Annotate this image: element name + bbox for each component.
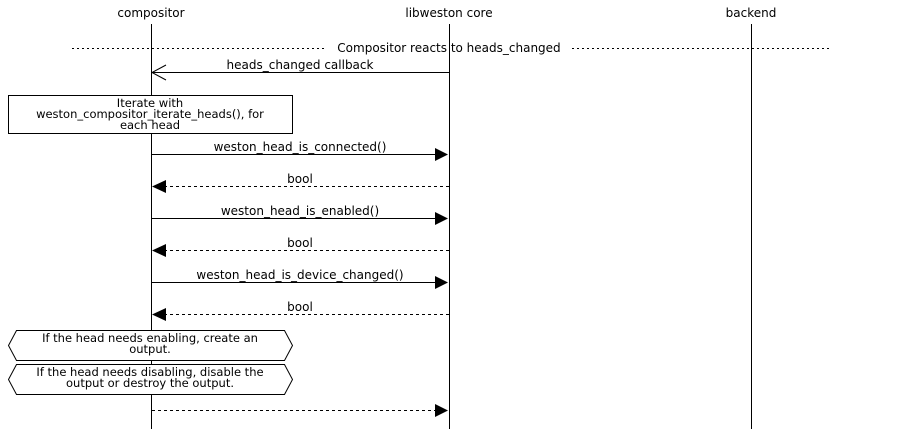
arrowhead-open-heads-changed-callback (150, 64, 167, 81)
arrowhead-filled-final-return (435, 404, 448, 417)
note-rect-iterate-heads (8, 95, 293, 134)
note-line-disabling-2: output or destroy the output. (66, 376, 234, 390)
message-label-bool-connected: bool (287, 172, 313, 186)
arrowhead-filled-bool-connected (152, 180, 166, 193)
note-hexagon-head-needs-enabling (7, 330, 294, 361)
participant-label-libweston-core: libweston core (405, 6, 492, 20)
note-line-iterate-1: Iterate with (117, 96, 183, 110)
note-line-iterate-3: each head (120, 118, 180, 132)
message-label-bool-enabled: bool (287, 236, 313, 250)
lifelines (151, 24, 752, 429)
message-bool-connected: bool (152, 172, 449, 193)
message-label-bool-device-changed: bool (287, 300, 313, 314)
participant-label-backend: backend (726, 6, 777, 20)
note-line-enabling-1: If the head needs enabling, create an (42, 331, 258, 345)
message-weston-head-is-device-changed: weston_head_is_device_changed() (152, 268, 448, 289)
participant-headers: compositor libweston core backend (117, 6, 776, 20)
message-weston-head-is-connected: weston_head_is_connected() (152, 140, 448, 161)
message-bool-device-changed: bool (152, 300, 449, 321)
message-label-weston-head-is-connected: weston_head_is_connected() (214, 140, 387, 154)
message-bool-enabled: bool (152, 236, 449, 257)
divider-label: Compositor reacts to heads_changed (337, 41, 560, 55)
note-head-needs-disabling: If the head needs disabling, disable the… (7, 364, 294, 395)
note-hexagon-head-needs-disabling (7, 364, 294, 395)
arrowhead-filled-bool-enabled (152, 244, 166, 257)
note-line-disabling-1: If the head needs disabling, disable the (36, 365, 263, 379)
participant-label-compositor: compositor (117, 6, 184, 20)
arrowhead-filled-weston-head-is-enabled (435, 212, 448, 225)
message-final-return (152, 404, 448, 417)
divider-compositor-reacts: Compositor reacts to heads_changed (72, 41, 830, 55)
message-weston-head-is-enabled: weston_head_is_enabled() (152, 204, 448, 225)
note-iterate-heads: Iterate with weston_compositor_iterate_h… (8, 95, 293, 134)
note-head-needs-enabling: If the head needs enabling, create an ou… (7, 330, 294, 361)
message-heads-changed-callback: heads_changed callback (150, 58, 449, 81)
message-label-weston-head-is-enabled: weston_head_is_enabled() (221, 204, 379, 218)
note-line-iterate-2: weston_compositor_iterate_heads(), for (36, 107, 264, 121)
message-label-heads-changed-callback: heads_changed callback (227, 58, 374, 72)
note-line-enabling-2: output. (129, 342, 171, 356)
arrowhead-filled-bool-device-changed (152, 308, 166, 321)
arrowhead-filled-weston-head-is-connected (435, 148, 448, 161)
message-label-weston-head-is-device-changed: weston_head_is_device_changed() (196, 268, 403, 282)
arrowhead-filled-weston-head-is-device-changed (435, 276, 448, 289)
